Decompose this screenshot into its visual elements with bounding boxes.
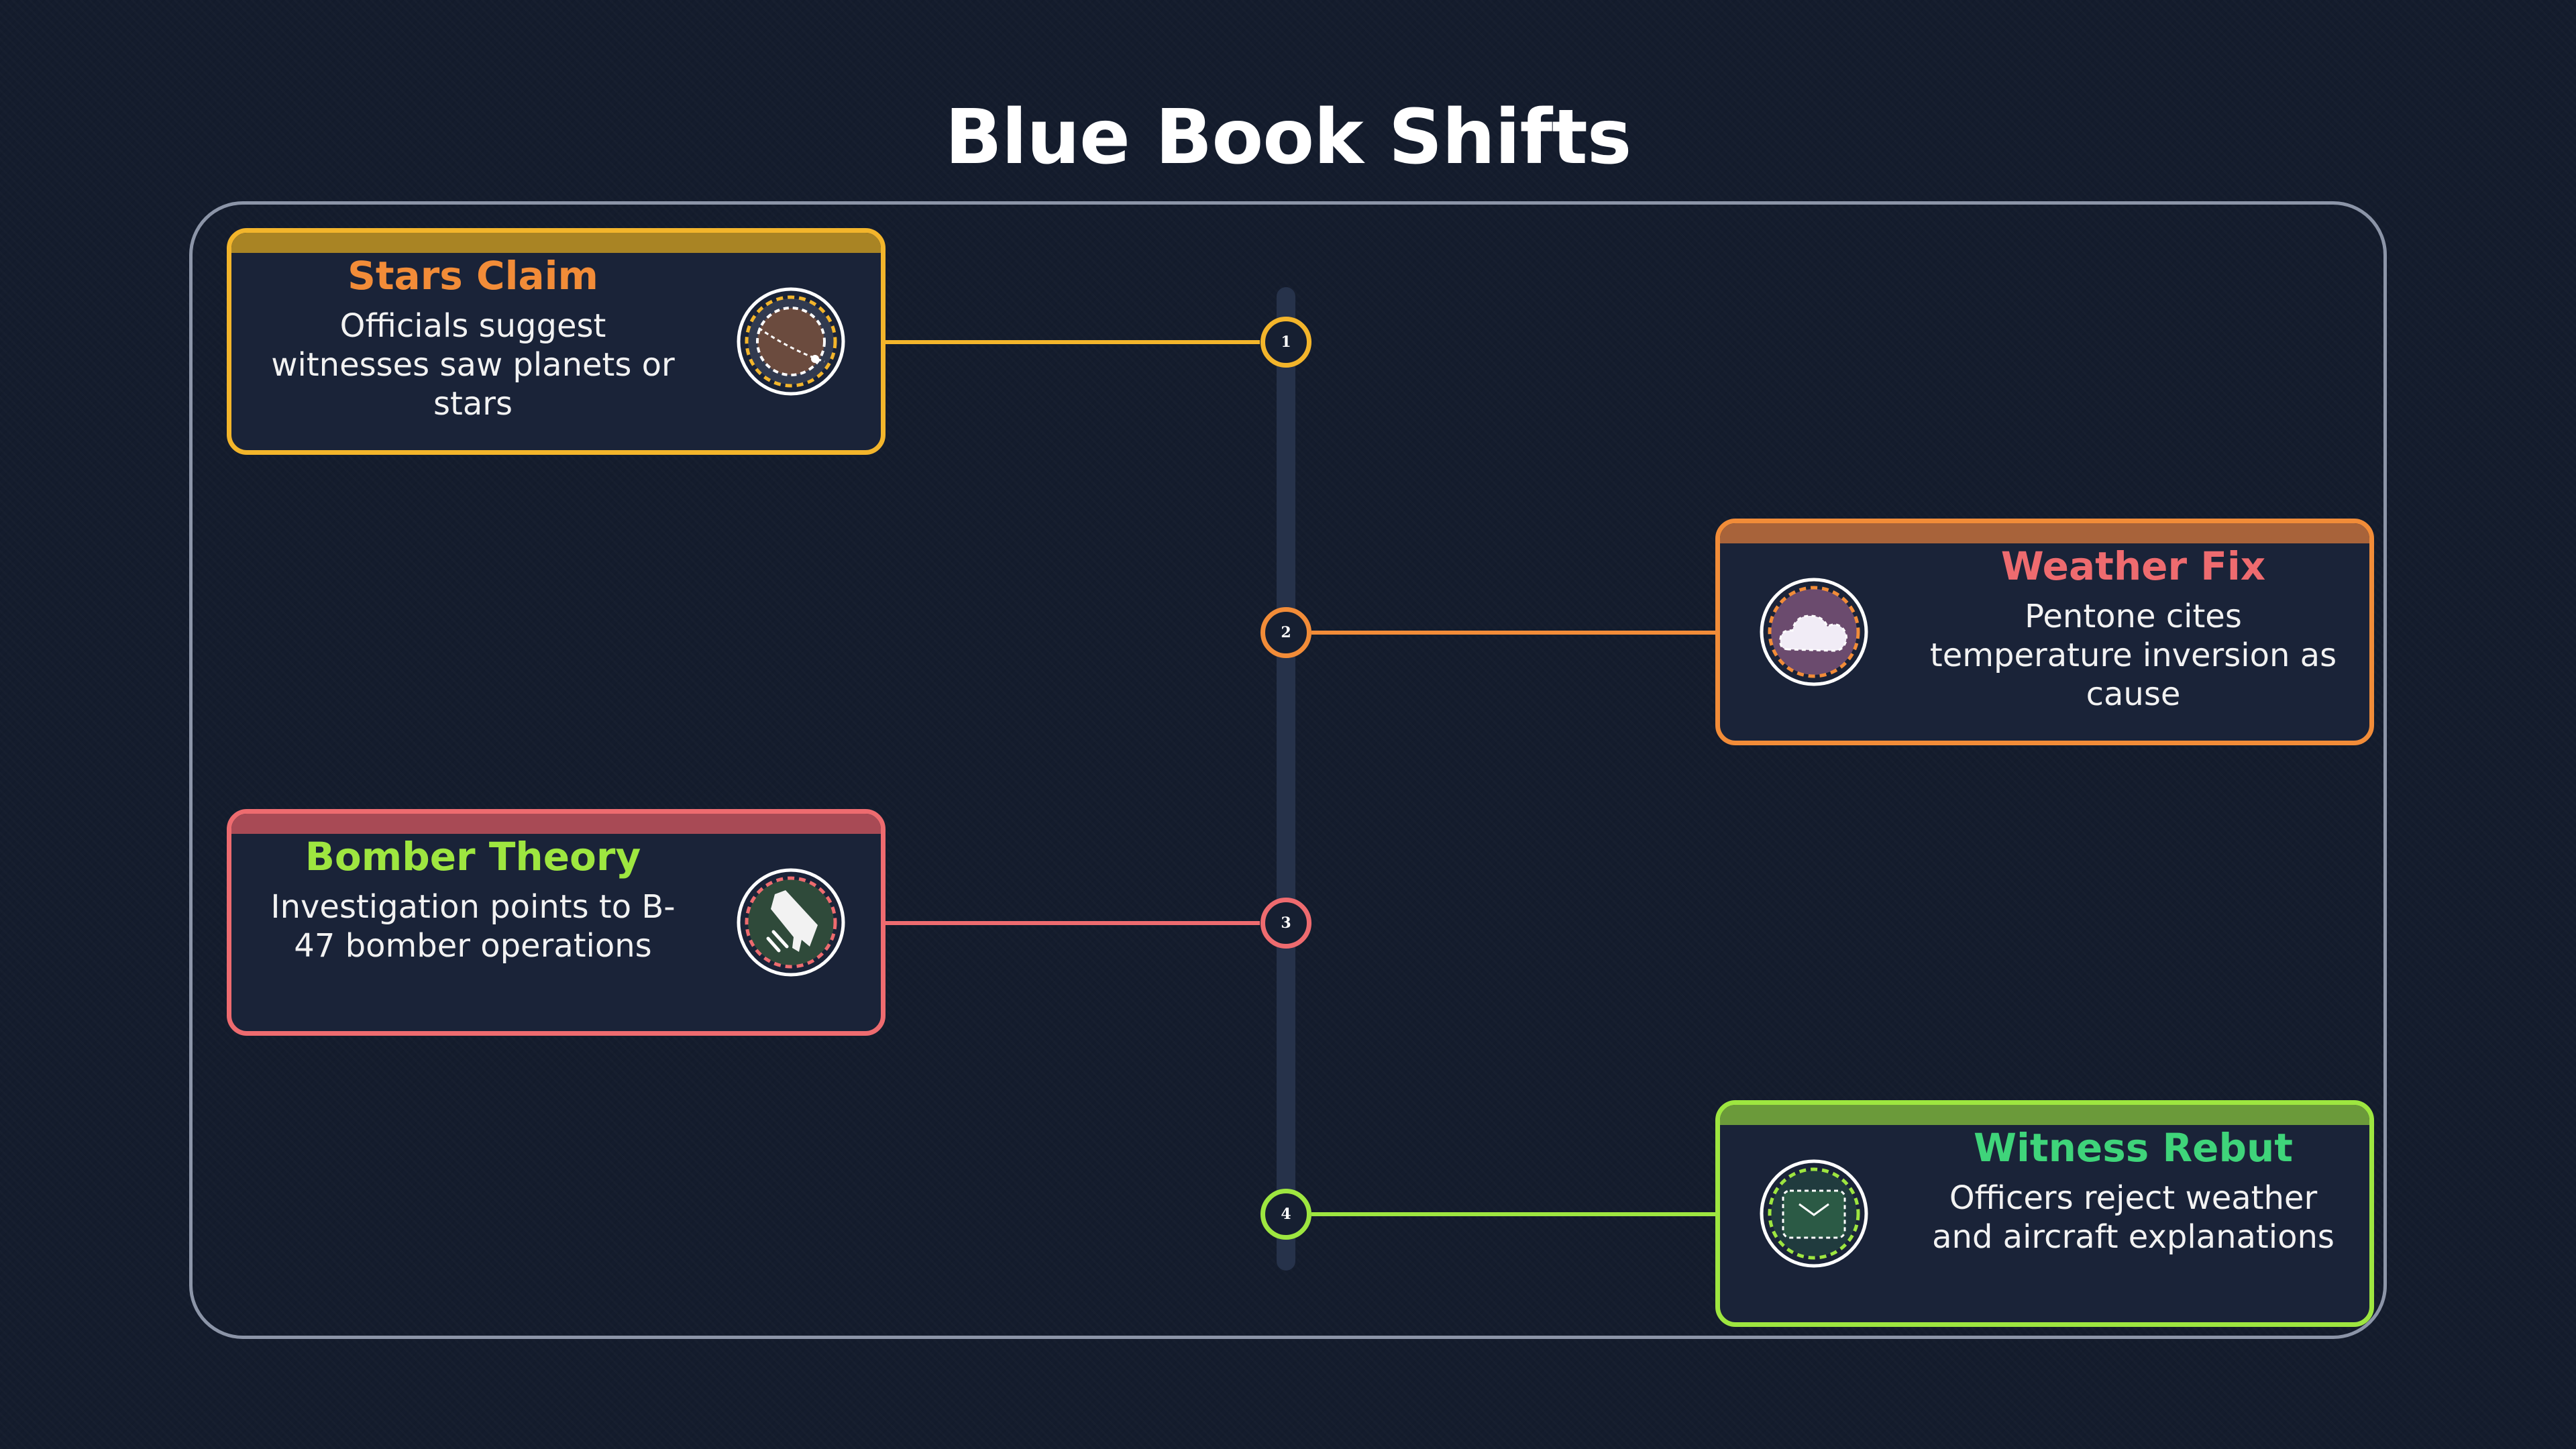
event-description: Pentone cites temperature inversion as c… [1929, 598, 2337, 713]
event-title: Weather Fix [2000, 543, 2266, 589]
card-accent-bar [231, 814, 881, 834]
bomber-icon [736, 867, 846, 977]
connector-4 [1311, 1212, 1721, 1216]
card-accent-bar [231, 233, 881, 253]
event-title: Bomber Theory [305, 834, 641, 879]
cloud-icon [1759, 577, 1869, 687]
timeline-marker-2[interactable]: 2 [1260, 607, 1311, 658]
event-description: Officers reject weather and aircraft exp… [1932, 1179, 2334, 1256]
timeline-marker-4[interactable]: 4 [1260, 1189, 1311, 1240]
connector-1 [884, 340, 1260, 344]
timeline-marker-3[interactable]: 3 [1260, 898, 1311, 949]
envelope-icon [1759, 1159, 1869, 1269]
event-description: Investigation points to B-47 bomber oper… [270, 888, 676, 965]
event-card-stars-claim[interactable]: Stars Claim Officials suggest witnesses … [227, 228, 885, 455]
event-title: Stars Claim [347, 253, 598, 299]
planet-icon [736, 286, 846, 396]
event-card-bomber-theory[interactable]: Bomber Theory Investigation points to B-… [227, 809, 885, 1036]
connector-3 [884, 921, 1260, 925]
timeline-marker-1[interactable]: 1 [1260, 317, 1311, 368]
event-title: Witness Rebut [1974, 1125, 2293, 1171]
event-card-weather-fix[interactable]: Weather Fix Pentone cites temperature in… [1715, 519, 2374, 745]
timeline-spine [1277, 287, 1295, 1271]
card-accent-bar [1720, 523, 2369, 543]
card-accent-bar [1720, 1105, 2369, 1125]
connector-2 [1311, 631, 1721, 635]
event-description: Officials suggest witnesses saw planets … [271, 307, 675, 423]
event-card-witness-rebut[interactable]: Witness Rebut Officers reject weather an… [1715, 1100, 2374, 1327]
timeline-frame [189, 201, 2387, 1339]
page-title: Blue Book Shifts [945, 94, 1632, 181]
